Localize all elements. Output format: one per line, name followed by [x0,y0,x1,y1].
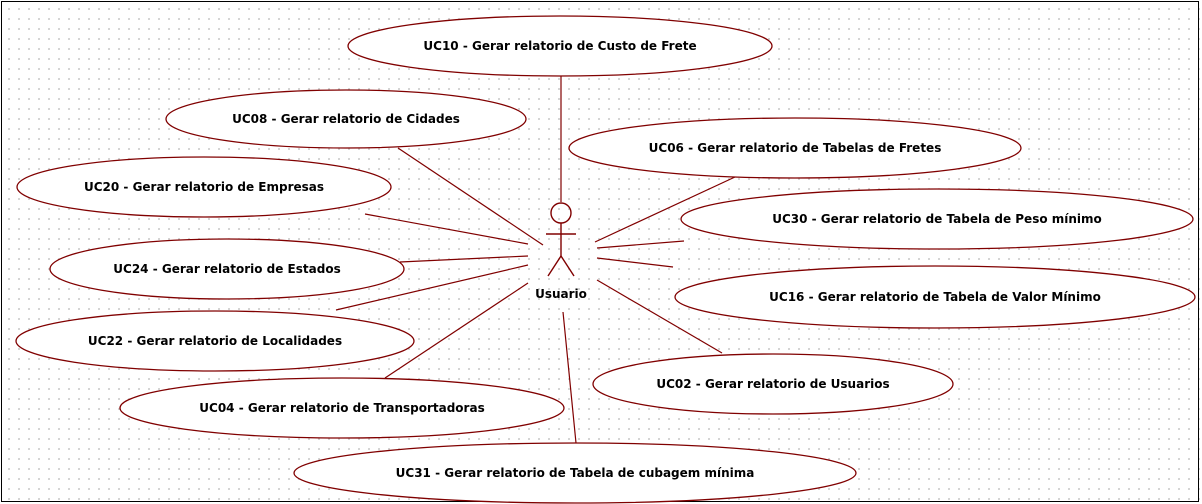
use-case-label: UC31 - Gerar relatorio de Tabela de cuba… [396,466,755,480]
use-case-label: UC10 - Gerar relatorio de Custo de Frete [423,39,696,53]
use-case-uc04[interactable]: UC04 - Gerar relatorio de Transportadora… [119,377,565,439]
association-line-uc06[interactable] [594,176,736,243]
association-line-uc24[interactable] [399,255,529,263]
use-case-uc22[interactable]: UC22 - Gerar relatorio de Localidades [15,310,415,372]
use-cases: UC10 - Gerar relatorio de Custo de Frete… [15,15,1196,504]
use-case-uc24[interactable]: UC24 - Gerar relatorio de Estados [49,238,405,300]
association-line-uc20[interactable] [364,213,529,245]
use-case-label: UC06 - Gerar relatorio de Tabelas de Fre… [649,141,942,155]
actor-usuario[interactable]: Usuario [535,202,587,301]
use-case-uc20[interactable]: UC20 - Gerar relatorio de Empresas [16,156,392,218]
use-case-uc10[interactable]: UC10 - Gerar relatorio de Custo de Frete [347,15,773,77]
use-case-label: UC20 - Gerar relatorio de Empresas [84,180,324,194]
use-case-label: UC30 - Gerar relatorio de Tabela de Peso… [772,212,1102,226]
use-case-uc16[interactable]: UC16 - Gerar relatorio de Tabela de Valo… [674,265,1196,329]
use-case-ellipse[interactable] [293,442,857,504]
use-case-ellipse[interactable] [15,310,415,372]
association-line-uc08[interactable] [397,147,544,246]
use-case-label: UC16 - Gerar relatorio de Tabela de Valo… [769,290,1101,304]
use-case-label: UC08 - Gerar relatorio de Cidades [232,112,460,126]
actor-name: Usuario [535,287,587,301]
association-line-uc16[interactable] [596,257,674,268]
use-case-ellipse[interactable] [119,377,565,439]
use-case-ellipse[interactable] [680,188,1194,250]
actor-left-leg [547,255,562,277]
association-line-uc04[interactable] [384,282,529,379]
use-case-uc31[interactable]: UC31 - Gerar relatorio de Tabela de cuba… [293,442,857,504]
associations [335,76,736,444]
association-line-uc02[interactable] [596,279,723,354]
use-case-ellipse[interactable] [592,353,954,415]
use-case-uc06[interactable]: UC06 - Gerar relatorio de Tabelas de Fre… [568,117,1022,179]
use-case-label: UC02 - Gerar relatorio de Usuarios [656,377,889,391]
use-case-uc08[interactable]: UC08 - Gerar relatorio de Cidades [165,89,527,149]
actor-head [550,202,572,224]
actor-right-leg [560,255,575,277]
use-case-ellipse[interactable] [347,15,773,77]
use-case-ellipse[interactable] [16,156,392,218]
use-case-ellipse[interactable] [165,89,527,149]
use-case-label: UC04 - Gerar relatorio de Transportadora… [199,401,484,415]
use-case-uc30[interactable]: UC30 - Gerar relatorio de Tabela de Peso… [680,188,1194,250]
use-case-label: UC22 - Gerar relatorio de Localidades [88,334,342,348]
use-case-ellipse[interactable] [674,265,1196,329]
association-line-uc22[interactable] [335,264,529,311]
use-case-label: UC24 - Gerar relatorio de Estados [113,262,340,276]
use-case-ellipse[interactable] [568,117,1022,179]
association-line-uc30[interactable] [596,240,685,249]
use-case-uc02[interactable]: UC02 - Gerar relatorio de Usuarios [592,353,954,415]
use-case-ellipse[interactable] [49,238,405,300]
association-line-uc31[interactable] [562,311,577,444]
